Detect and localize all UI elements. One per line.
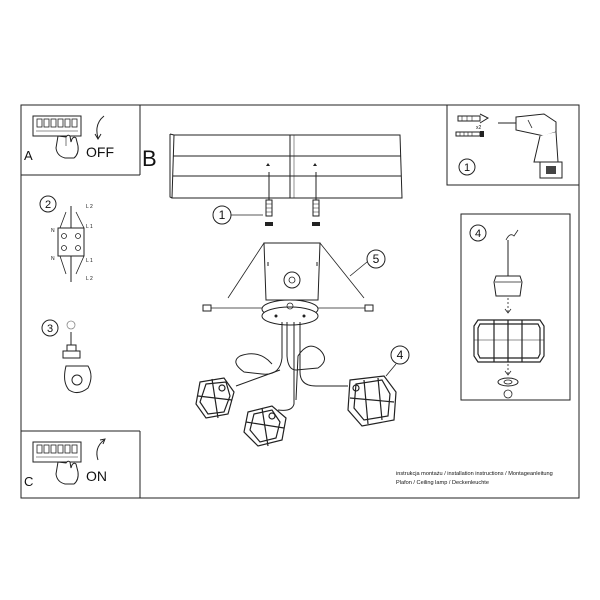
step2-badge — [39, 195, 57, 213]
ceiling-icon — [169, 133, 403, 199]
drill-icon — [498, 113, 563, 179]
lamp-shade-middle-icon — [243, 405, 287, 447]
switch-box-icon — [32, 115, 82, 137]
bulb-icon — [503, 389, 513, 399]
step4-number: 4 — [475, 228, 481, 240]
step4-assembly: 4 — [469, 224, 545, 399]
terminal-block-icon — [57, 206, 85, 282]
switch-off-arrow-icon — [96, 115, 105, 139]
ring-nut-icon — [497, 377, 519, 387]
panel-b-letter: B — [142, 146, 157, 171]
wire-label-upper: L 1 — [86, 224, 93, 230]
step4-badge — [469, 224, 487, 242]
step4-callout-number: 4 — [397, 348, 404, 362]
step1-panel — [446, 104, 580, 186]
lamp-shade-left-icon — [195, 377, 235, 419]
step1-badge — [458, 158, 476, 176]
on-label: ON — [86, 468, 107, 484]
step1-number: 1 — [464, 162, 470, 174]
switch-box-icon — [32, 441, 82, 463]
switch-on-arrow-icon — [96, 439, 105, 461]
lamp-socket-icon — [493, 275, 523, 297]
caption-line2: Plafon / Ceiling lamp / Deckenleuchte — [396, 480, 489, 486]
sheet-border — [20, 104, 580, 499]
lamp-arms-icon — [235, 322, 348, 411]
step2-number: 2 — [45, 199, 51, 211]
caption-line1: instrukcja montażu / installation instru… — [396, 471, 553, 477]
step1-tools: x2 1 — [455, 113, 563, 179]
screw-icon — [312, 172, 320, 226]
wire-label-bottom: L 2 — [86, 276, 93, 282]
off-label: OFF — [86, 144, 114, 160]
screw-icon — [455, 131, 484, 137]
panel-c-letter: C — [24, 474, 33, 489]
step1-callout-number: 1 — [219, 208, 226, 222]
step2-wiring: 2 L 2 L 1 L 1 L 2 N N — [39, 195, 93, 282]
cage-shade-icon — [473, 319, 545, 363]
panel-c: C ON — [24, 438, 107, 489]
ceiling-hook-icon — [64, 365, 92, 394]
step5-callout-number: 5 — [373, 252, 380, 266]
bulb-socket-icon — [66, 320, 76, 330]
step4-callout-badge — [390, 345, 410, 365]
drill-quantity-label: x2 — [476, 125, 482, 131]
cable-icon — [505, 229, 519, 241]
panel-a: A OFF — [24, 115, 114, 163]
step4-panel — [460, 213, 571, 401]
lamp-shade-right-icon — [347, 375, 397, 427]
step3-number: 3 — [47, 323, 53, 335]
hand-icon — [55, 134, 79, 159]
panel-a-letter: A — [24, 148, 33, 163]
wire-label-lower: L 1 — [86, 258, 93, 264]
step3-badge — [41, 319, 59, 337]
wire-label-n-bottom: N — [51, 256, 55, 262]
screw-icon — [265, 172, 273, 226]
dowel-icon — [457, 113, 490, 124]
wire-label-top: L 2 — [86, 204, 93, 210]
canopy-icon — [261, 299, 319, 326]
wire-label-n-top: N — [51, 228, 55, 234]
step3-connector: 3 — [41, 319, 92, 394]
hand-icon — [55, 460, 79, 485]
step5-callout-badge — [366, 249, 386, 269]
